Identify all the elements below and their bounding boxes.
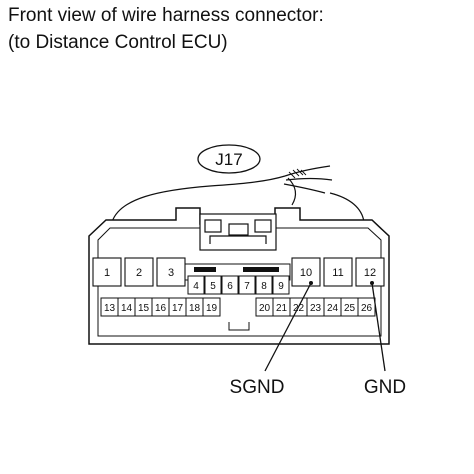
pin-cavity bbox=[323, 257, 353, 287]
pin-label: 10 bbox=[300, 267, 312, 279]
pin-label: 3 bbox=[168, 267, 174, 279]
wire-harness bbox=[111, 165, 365, 223]
pin-cavity bbox=[202, 297, 221, 317]
pin-label: 22 bbox=[293, 303, 305, 314]
pin-label: 19 bbox=[206, 303, 218, 314]
pins-upper-right bbox=[291, 257, 385, 287]
diagram-title-line-1: Front view of wire harness connector: bbox=[8, 5, 324, 26]
pins-lower-right bbox=[255, 297, 376, 317]
pins-middle-labels: 4 5 6 7 8 9 bbox=[193, 281, 284, 292]
callout-dots bbox=[309, 281, 374, 285]
pin-label: 13 bbox=[104, 303, 116, 314]
pin-cavity bbox=[221, 275, 239, 295]
connector-name-label: J17 bbox=[197, 144, 261, 174]
pin-label: 1 bbox=[104, 267, 110, 279]
pin-label: 23 bbox=[310, 303, 322, 314]
pin-cavity bbox=[355, 257, 385, 287]
pin-label: 5 bbox=[210, 281, 216, 292]
pin-label: 2 bbox=[136, 267, 142, 279]
pin-label: 16 bbox=[155, 303, 167, 314]
callout-leaders bbox=[264, 282, 386, 372]
diagram-title-line-2: (to Distance Control ECU) bbox=[8, 32, 228, 53]
gnd-leader-line bbox=[371, 282, 386, 372]
connector-name-text: J17 bbox=[215, 150, 242, 169]
pin-cavity bbox=[156, 257, 186, 287]
pins-upper-left-labels: 1 2 3 bbox=[104, 267, 174, 279]
sgnd-leader-line bbox=[264, 282, 312, 372]
pin-label: 6 bbox=[227, 281, 233, 292]
gnd-label: GND bbox=[364, 377, 406, 398]
pin-cavity bbox=[272, 275, 290, 295]
pin-label: 20 bbox=[259, 303, 271, 314]
lock-tab bbox=[199, 213, 277, 251]
pin-label: 7 bbox=[244, 281, 250, 292]
sgnd-label: SGND bbox=[230, 377, 285, 398]
pin-label: 15 bbox=[138, 303, 150, 314]
pin-cavity bbox=[92, 257, 122, 287]
pins-upper-left bbox=[92, 257, 186, 287]
pins-lower-right-labels: 20 21 22 23 24 25 26 bbox=[259, 303, 373, 314]
pin-cavity bbox=[204, 275, 222, 295]
pins-lower-left-labels: 13 14 15 16 17 18 19 bbox=[104, 303, 218, 314]
pins-lower-left bbox=[100, 297, 221, 317]
pin-label: 25 bbox=[344, 303, 356, 314]
pin-label: 9 bbox=[278, 281, 284, 292]
pin-cavity bbox=[238, 275, 256, 295]
pin-label: 11 bbox=[332, 267, 343, 279]
pin-cavity bbox=[124, 257, 154, 287]
pin-label: 4 bbox=[193, 281, 199, 292]
pin-cavity bbox=[255, 275, 273, 295]
pin-cavity bbox=[291, 257, 321, 287]
pin-label: 26 bbox=[361, 303, 373, 314]
pin-label: 14 bbox=[121, 303, 133, 314]
pin-label: 17 bbox=[172, 303, 184, 314]
pin-label: 12 bbox=[364, 267, 376, 279]
pins-middle bbox=[187, 275, 290, 295]
sgnd-pin-marker bbox=[309, 281, 313, 285]
pin-label: 18 bbox=[189, 303, 201, 314]
pin-label: 8 bbox=[261, 281, 267, 292]
gnd-pin-marker bbox=[370, 281, 374, 285]
pin-cavity bbox=[187, 275, 205, 295]
pins-upper-right-labels: 10 11 12 bbox=[300, 267, 376, 279]
pin-label: 24 bbox=[327, 303, 339, 314]
pin-label: 21 bbox=[276, 303, 288, 314]
